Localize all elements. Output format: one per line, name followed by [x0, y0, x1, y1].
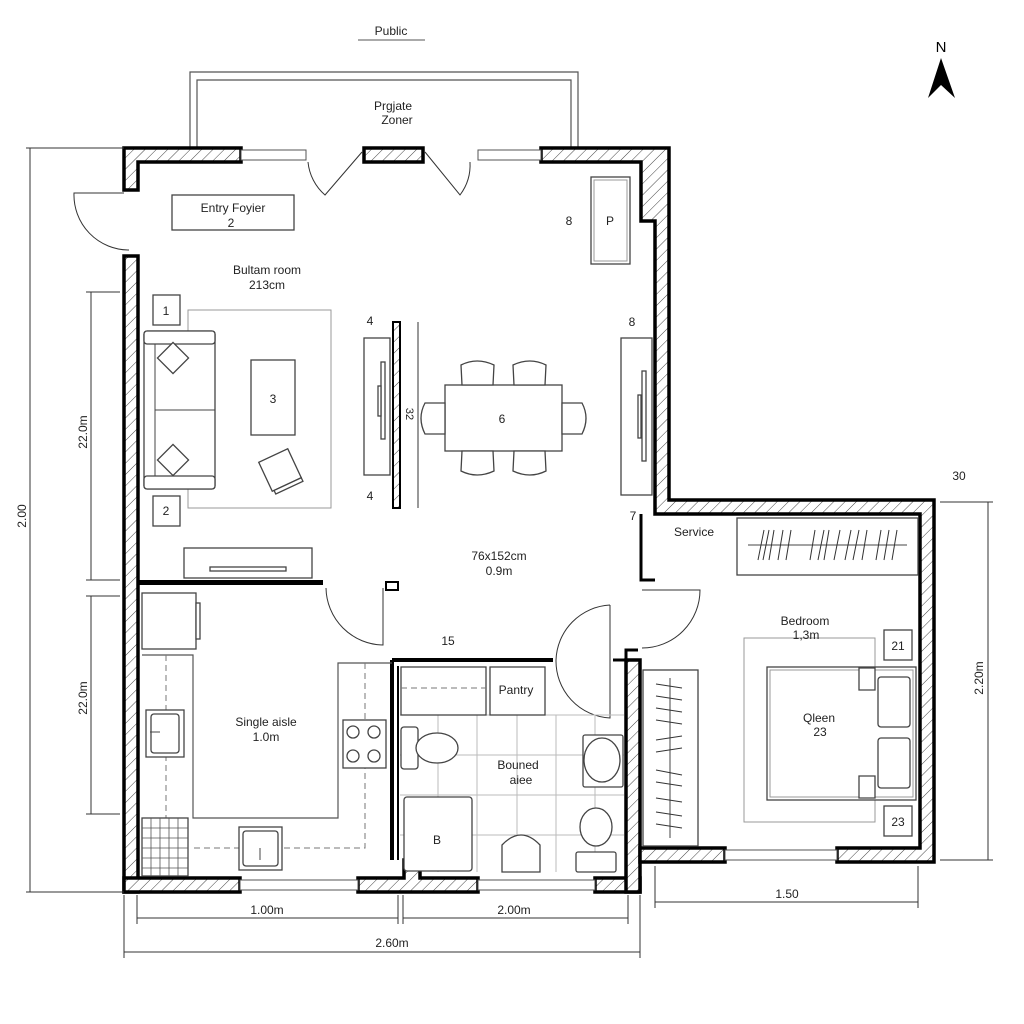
svg-text:Pantry: Pantry	[499, 683, 534, 697]
svg-text:3: 3	[270, 392, 277, 406]
tv-partition: 4 4 32	[363, 314, 419, 508]
svg-text:23: 23	[891, 815, 905, 829]
svg-text:Single aisle: Single aisle	[235, 715, 297, 729]
svg-text:4: 4	[367, 314, 374, 328]
svg-text:15: 15	[441, 634, 455, 648]
svg-text:2.20m: 2.20m	[972, 661, 986, 694]
private-zone: Prgjate Zoner	[189, 71, 579, 150]
svg-text:7: 7	[630, 509, 637, 523]
svg-text:N: N	[936, 39, 947, 56]
svg-text:1: 1	[163, 304, 170, 318]
kitchen: Single aisle 1.0m	[141, 592, 392, 877]
svg-text:1.50: 1.50	[775, 887, 799, 901]
svg-text:B: B	[433, 833, 441, 847]
svg-text:Bouned: Bouned	[497, 758, 538, 772]
stove-icon	[342, 719, 387, 769]
svg-text:aiee: aiee	[510, 773, 533, 787]
svg-text:Qleen: Qleen	[803, 711, 835, 725]
toilet-icon-2	[575, 807, 617, 873]
dining-table: 6	[420, 360, 587, 476]
svg-text:P: P	[606, 214, 614, 228]
doors	[73, 151, 701, 719]
pantry	[489, 666, 546, 716]
shower-icon: B	[403, 796, 473, 872]
service-area: Service	[642, 517, 919, 847]
north-arrow-icon: N	[928, 39, 955, 98]
sink-icon-2	[238, 826, 283, 871]
bedroom: Bedroom 1,3m 21 23 Qleen 23	[743, 614, 917, 837]
sink-icon-bath-2	[501, 834, 541, 873]
entry-foyer-label: Entry Foyier 2	[171, 194, 295, 231]
svg-text:21: 21	[891, 639, 905, 653]
svg-text:2.60m: 2.60m	[375, 936, 408, 950]
svg-text:22.0m: 22.0m	[76, 681, 90, 714]
living-room-furniture: 1 2 3	[143, 294, 332, 579]
svg-text:2: 2	[228, 216, 235, 230]
svg-text:Public: Public	[375, 24, 408, 38]
coffee-table	[250, 359, 296, 436]
svg-text:2.00: 2.00	[15, 504, 29, 528]
svg-text:213cm: 213cm	[249, 278, 285, 292]
bed-icon	[766, 666, 917, 801]
chair-icon	[420, 360, 587, 476]
svg-text:32: 32	[403, 408, 415, 420]
end-table-2	[152, 495, 181, 527]
end-table-1	[152, 294, 181, 326]
svg-text:6: 6	[499, 412, 506, 426]
svg-text:76x152cm: 76x152cm	[471, 549, 526, 563]
windows	[239, 149, 838, 891]
svg-text:1,3m: 1,3m	[793, 628, 820, 642]
svg-text:Service: Service	[674, 525, 714, 539]
svg-text:22.0m: 22.0m	[76, 415, 90, 448]
closet-unit: 8 P 8 7	[566, 176, 653, 523]
svg-text:23: 23	[813, 725, 827, 739]
living-room-label: Bultam room 213cm	[233, 263, 301, 292]
svg-text:2.00m: 2.00m	[497, 903, 530, 917]
sink-icon	[145, 709, 185, 758]
svg-text:0.9m: 0.9m	[486, 564, 513, 578]
dimension-left: 2.00 22.0m 22.0m	[15, 147, 124, 893]
svg-text:Bultam room: Bultam room	[233, 263, 301, 277]
svg-text:2: 2	[163, 504, 170, 518]
svg-text:Bedroom: Bedroom	[781, 614, 830, 628]
refrigerator-icon	[141, 592, 197, 650]
svg-text:30: 30	[952, 469, 966, 483]
bathroom: Pantry B Bouned aiee	[400, 666, 624, 873]
sink-icon-bath	[582, 734, 624, 788]
svg-text:1.0m: 1.0m	[253, 730, 280, 744]
media-console	[183, 547, 313, 579]
toilet-icon	[400, 726, 459, 770]
sofa-icon	[143, 330, 216, 490]
dishwasher-icon	[141, 817, 189, 877]
svg-text:8: 8	[629, 315, 636, 329]
dimension-right: 30 2.20m	[940, 469, 993, 861]
armchair-icon	[257, 447, 304, 495]
svg-text:8: 8	[566, 214, 573, 228]
svg-text:Zoner: Zoner	[381, 113, 412, 127]
dimension-bottom: 1.00m 2.00m 2.60m 1.50	[123, 866, 919, 958]
svg-text:Prgjate: Prgjate	[374, 99, 412, 113]
svg-text:1.00m: 1.00m	[250, 903, 283, 917]
svg-text:Entry Foyier: Entry Foyier	[201, 201, 266, 215]
dining-area-label: 76x152cm 0.9m 15	[441, 549, 526, 648]
public-zone-label: Public	[358, 24, 425, 41]
svg-text:4: 4	[367, 489, 374, 503]
